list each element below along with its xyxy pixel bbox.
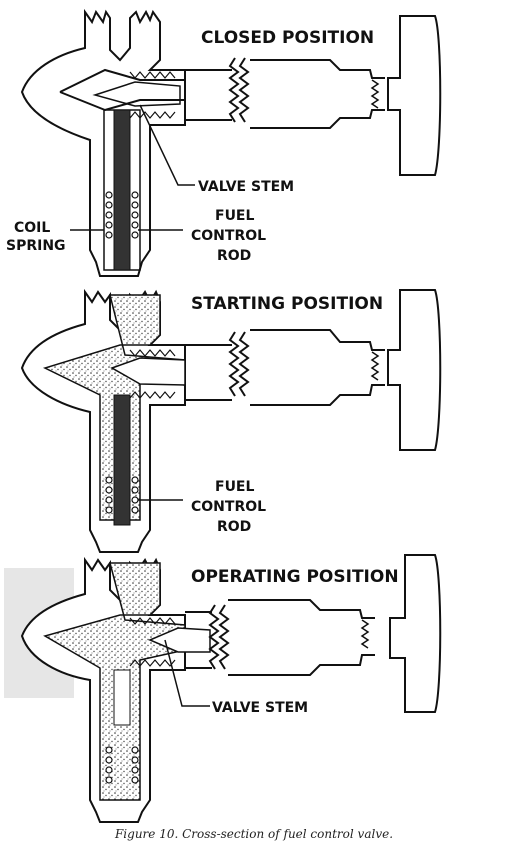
starting-rod-label: ROD xyxy=(217,519,251,535)
operating-valve-stem-label: VALVE STEM xyxy=(212,700,308,716)
starting-control-label: CONTROL xyxy=(191,499,266,515)
closed-valve-stem-label: VALVE STEM xyxy=(198,179,294,195)
closed-spring-label: SPRING xyxy=(6,238,66,254)
closed-coil-label: COIL xyxy=(14,220,50,236)
closed-position-title: CLOSED POSITION xyxy=(201,28,374,48)
panel-closed xyxy=(20,8,442,277)
starting-fuel-label: FUEL xyxy=(215,479,254,495)
operating-position-title: OPERATING POSITION xyxy=(191,567,399,587)
starting-position-title: STARTING POSITION xyxy=(191,294,383,314)
closed-rod-label: ROD xyxy=(217,248,251,264)
closed-fuel-label: FUEL xyxy=(215,208,254,224)
figure-caption: Figure 10. Cross-section of fuel control… xyxy=(114,827,394,841)
closed-control-label: CONTROL xyxy=(191,228,266,244)
panel-starting xyxy=(20,288,442,553)
panel-operating xyxy=(4,554,442,823)
